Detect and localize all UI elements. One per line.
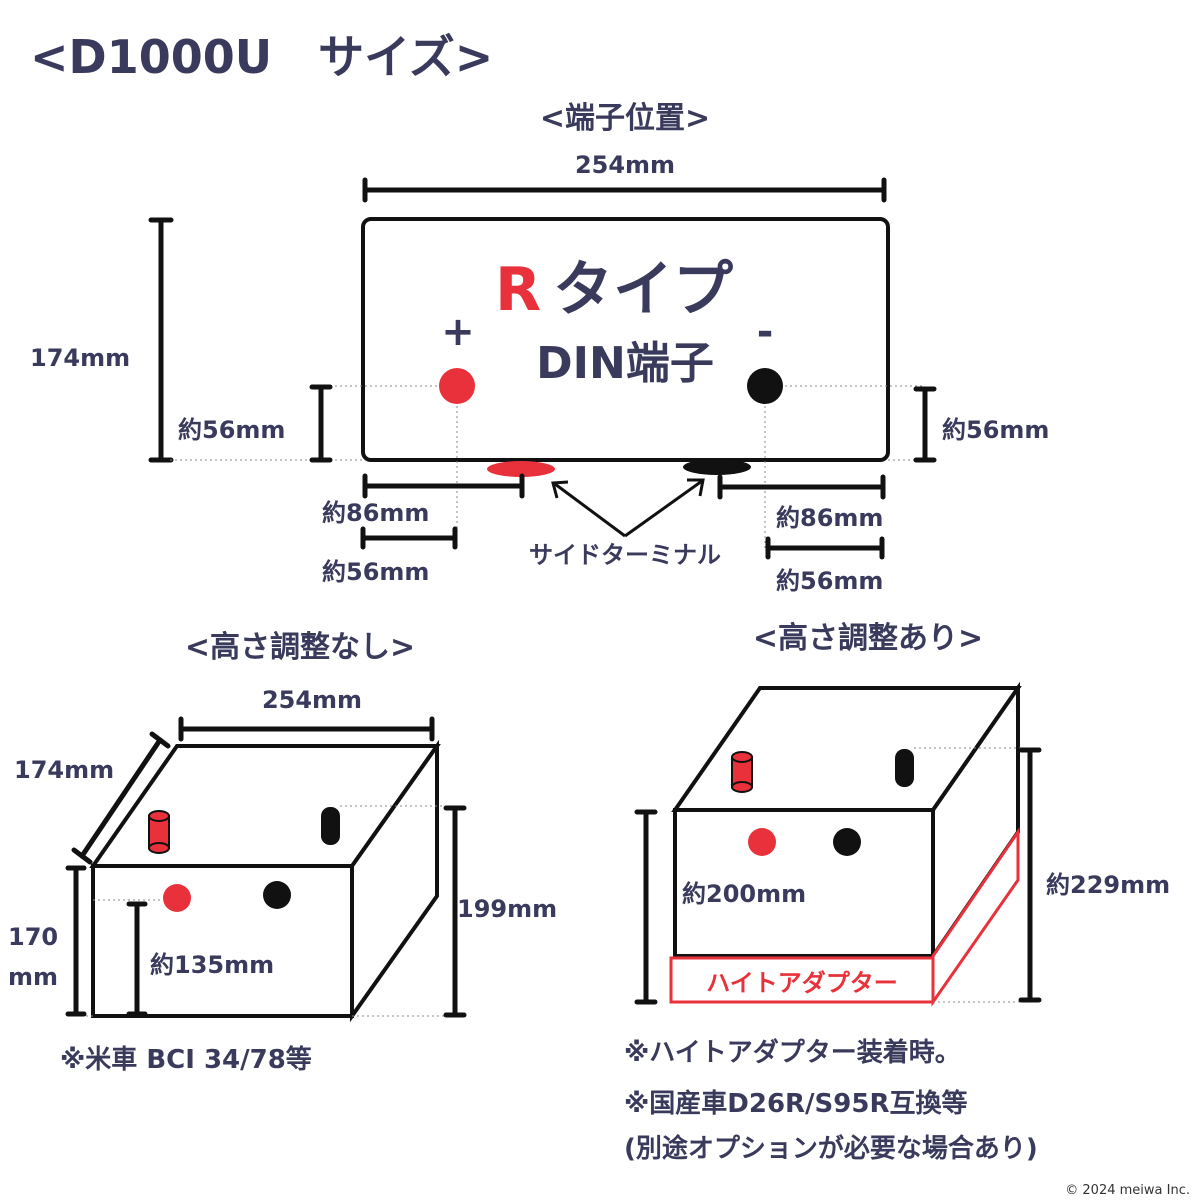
right-guide-lines <box>914 747 1030 1003</box>
side-terminal-label: サイドターミナル <box>529 541 721 569</box>
side-terminal-positive <box>487 461 555 477</box>
left-box-height-label-1: 170 <box>8 923 58 951</box>
type-r-letter: R <box>495 255 541 325</box>
right-86-label: 約86mm <box>776 504 883 532</box>
left-box-width-dimension <box>178 716 435 742</box>
right-box-total-label: 約229mm <box>1046 871 1170 899</box>
top-height-label: 174mm <box>30 344 130 372</box>
top-height-dimension <box>148 217 174 463</box>
right-side-positive <box>748 828 776 856</box>
top-width-label: 254mm <box>575 151 675 179</box>
plus-sign: + <box>441 309 475 355</box>
left-terminal-height-dimension-3d <box>126 901 148 1017</box>
right-terminal-height-dimension <box>913 386 937 463</box>
left-terminal-height-dimension <box>309 384 333 463</box>
left-box-height-dimension <box>65 865 87 1017</box>
minus-sign: - <box>757 309 774 355</box>
right-box-note-2: ※国産車D26R/S95R互換等 <box>624 1088 968 1119</box>
terminal-position-heading: <端子位置> <box>540 101 710 136</box>
left-box-note: ※米車 BCI 34/78等 <box>60 1044 312 1075</box>
left-56-label: 約56mm <box>322 558 429 586</box>
right-56-label: 約56mm <box>776 567 883 595</box>
right-terminal-height-label: 約56mm <box>942 416 1049 444</box>
right-side-negative <box>833 828 861 856</box>
right-56-dimension <box>765 536 885 560</box>
right-box-height-dimension <box>634 809 658 1005</box>
left-86-label: 約86mm <box>322 499 429 527</box>
left-56-dimension <box>360 526 458 550</box>
no-adjust-heading: <高さ調整なし> <box>185 630 415 665</box>
right-negative-post <box>895 749 914 787</box>
left-negative-post <box>321 807 340 845</box>
right-box-note-3: (別途オプションが必要な場合あり) <box>624 1133 1038 1164</box>
right-battery-3d <box>671 681 1022 963</box>
with-adjust-heading: <高さ調整あり> <box>753 621 983 656</box>
left-positive-post <box>148 810 170 854</box>
left-box-width-label: 254mm <box>262 686 362 714</box>
side-terminal-arrows <box>551 478 705 538</box>
din-terminal-label: DIN端子 <box>536 338 714 389</box>
left-box-total-dimension <box>443 805 467 1018</box>
left-box-total-label: 199mm <box>457 895 557 923</box>
left-86-dimension <box>362 473 525 499</box>
left-side-positive <box>163 884 191 912</box>
right-86-dimension <box>717 474 886 500</box>
right-box-total-dimension <box>1018 747 1042 1003</box>
negative-terminal <box>747 368 783 404</box>
right-box-height-label: 約200mm <box>682 880 806 908</box>
left-side-negative <box>263 881 291 909</box>
side-terminal-negative <box>683 459 751 475</box>
height-adapter <box>669 827 1020 1007</box>
left-box-depth-dimension <box>71 731 171 865</box>
top-width-dimension <box>362 177 887 203</box>
positive-terminal <box>439 368 475 404</box>
right-positive-post <box>731 751 753 793</box>
height-adapter-label: ハイトアダプター <box>706 969 898 997</box>
left-terminal-height-label: 約56mm <box>178 416 285 444</box>
type-label: タイプ <box>553 255 733 325</box>
left-guide-lines <box>76 805 455 1017</box>
left-terminal-height-label: 約135mm <box>150 951 274 979</box>
left-box-height-label-2: mm <box>8 963 58 991</box>
right-box-note-1: ※ハイトアダプター装着時。 <box>624 1037 961 1068</box>
page-title: <D1000U サイズ> <box>30 30 493 84</box>
copyright: © 2024 meiwa Inc. <box>1065 1183 1190 1198</box>
left-box-depth-label: 174mm <box>14 756 114 784</box>
